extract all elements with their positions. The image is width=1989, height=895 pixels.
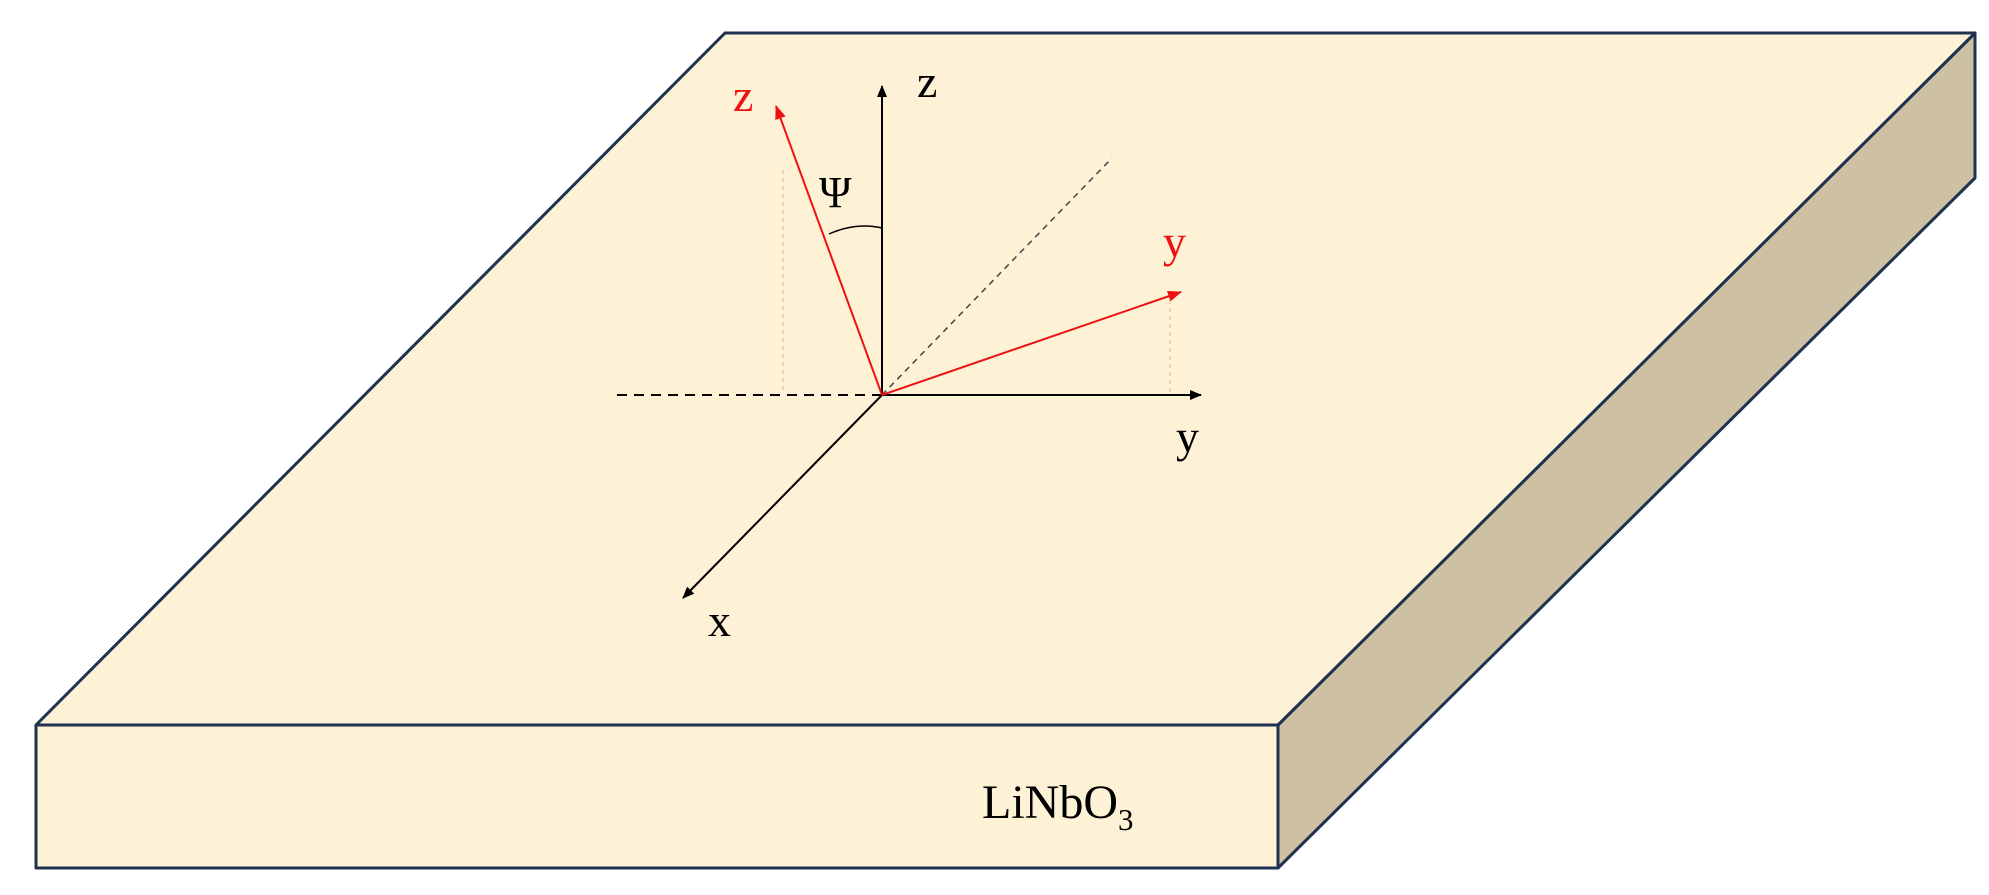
material-name-subscript: 3 <box>1118 802 1134 837</box>
diagonal-dashed-line <box>881 157 1113 396</box>
rotated-y-axis <box>881 291 1182 396</box>
substrate-slab <box>34 31 1977 870</box>
slab-top-face <box>34 31 1977 727</box>
original-x-axis <box>682 394 883 599</box>
psi-angle-label: Ψ <box>819 168 852 217</box>
psi-angle-arc <box>828 225 883 235</box>
rotated-axes <box>775 105 1182 396</box>
rotated-z-axis <box>775 105 883 396</box>
reference-lines <box>617 157 1171 396</box>
rotated-y-label: y <box>1163 216 1186 267</box>
original-y-label: y <box>1176 411 1199 462</box>
material-name-base: LiNbO <box>982 776 1118 829</box>
material-label: LiNbO3 <box>982 776 1133 837</box>
original-x-label: x <box>708 595 731 646</box>
original-z-label: z <box>917 56 937 107</box>
rotated-z-label: z <box>733 70 753 121</box>
original-axes <box>682 85 1202 599</box>
